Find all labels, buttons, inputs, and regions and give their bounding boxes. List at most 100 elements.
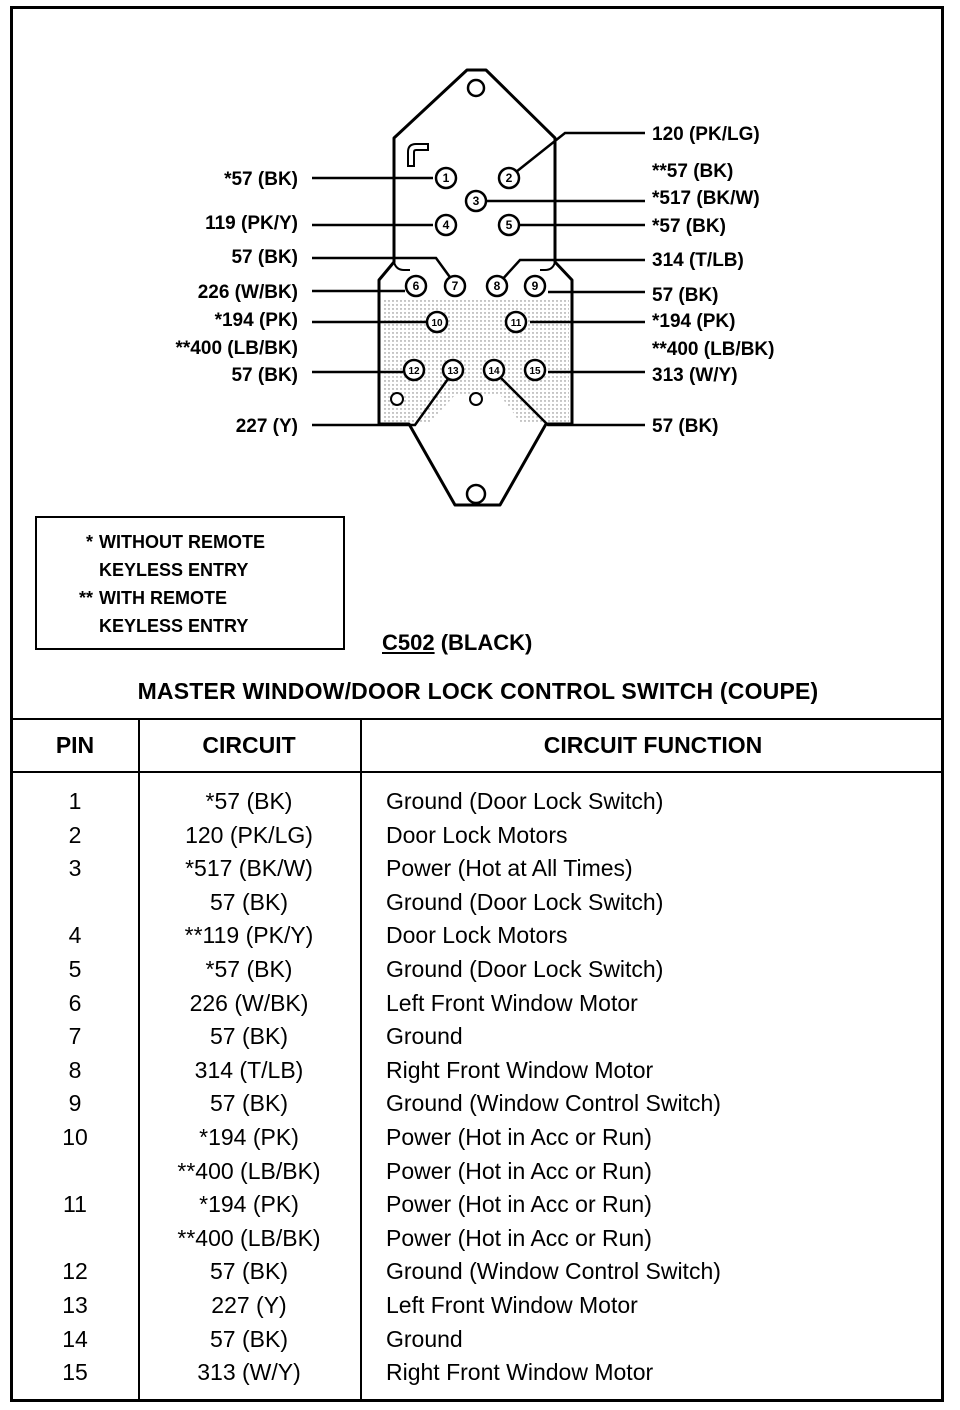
row-pin: 15 — [62, 1359, 88, 1386]
row-function: Right Front Window Motor — [386, 1056, 654, 1083]
row-pin: 4 — [68, 922, 82, 949]
pin-number: 7 — [452, 279, 459, 293]
pin-circle — [441, 358, 465, 382]
pin-number: 4 — [443, 218, 450, 232]
row-circuit: 313 (W/Y) — [197, 1359, 301, 1386]
legend-text: KEYLESS ENTRY — [99, 560, 249, 580]
leader-pin14 — [494, 371, 645, 427]
row-function: Door Lock Motors — [386, 922, 568, 949]
header-pin: PIN — [55, 732, 95, 758]
row-pin: 2 — [68, 821, 82, 848]
row-pin: 14 — [62, 1325, 88, 1352]
row-circuit: **400 (LB/BK) — [177, 1157, 321, 1184]
pin-circle — [425, 310, 449, 334]
pin-circle — [434, 166, 458, 190]
legend-row: ** WITH REMOTE — [37, 584, 343, 612]
pin-number: 10 — [431, 318, 443, 329]
wire-label-right: 314 (T/LB) — [652, 250, 744, 271]
legend-text: WITH REMOTE — [99, 588, 227, 608]
pin-circle — [434, 213, 458, 237]
page-frame — [10, 6, 944, 1402]
pin-number: 1 — [443, 171, 450, 185]
pin-circle — [497, 166, 521, 190]
polarity-hole-center — [469, 392, 483, 406]
row-pin: 1 — [68, 788, 82, 814]
wire-label-right: 120 (PK/LG) — [652, 124, 760, 145]
row-function: Right Front Window Motor — [386, 1359, 654, 1386]
leader-pin8 — [499, 258, 645, 283]
row-function: Power (Hot in Acc or Run) — [386, 1191, 652, 1218]
pin-circle — [443, 274, 467, 298]
pin-number: 3 — [473, 194, 480, 208]
pin-number: 15 — [529, 366, 541, 377]
wire-label-left: 227 (Y) — [235, 416, 298, 437]
pin-circle — [402, 358, 426, 382]
row-pin: 9 — [68, 1090, 82, 1117]
leader-pin2 — [515, 131, 645, 173]
wire-label-right: *57 (BK) — [652, 216, 726, 237]
row-circuit: *194 (PK) — [199, 1124, 299, 1150]
wire-label-right: **57 (BK) — [652, 161, 734, 182]
pin-number: 9 — [532, 279, 539, 293]
pin-circle — [464, 189, 488, 213]
mounting-hole-bottom — [465, 483, 487, 505]
legend-box: *WITHOUT REMOTE KEYLESS ENTRY **WITH REM… — [35, 516, 345, 650]
row-function: Power (Hot in Acc or Run) — [386, 1124, 652, 1150]
row-pin: 7 — [68, 1023, 82, 1050]
table-divider — [138, 718, 140, 1402]
row-circuit: 227 (Y) — [211, 1292, 287, 1318]
row-circuit: 57 (BK) — [210, 888, 288, 915]
pin-table: PIN CIRCUIT CIRCUIT FUNCTION 1 *57 (BK) Gr… — [12, 718, 944, 1402]
leader-pin13 — [312, 371, 455, 427]
row-circuit: *57 (BK) — [205, 956, 293, 982]
table-divider — [360, 718, 362, 1402]
row-function: Ground (Door Lock Switch) — [386, 788, 664, 814]
row-function: Left Front Window Motor — [386, 989, 638, 1016]
header-circuit: CIRCUIT — [202, 732, 296, 758]
row-circuit: 57 (BK) — [210, 1325, 288, 1352]
table-rule — [12, 771, 944, 773]
wire-label-left: *57 (BK) — [224, 169, 298, 190]
header-circuit-function: CIRCUIT FUNCTION — [543, 732, 763, 758]
row-function: Ground — [386, 1023, 463, 1050]
row-function: Power (Hot at All Times) — [386, 855, 633, 882]
legend-text: KEYLESS ENTRY — [99, 616, 249, 636]
pin-circle — [523, 358, 547, 382]
row-circuit: 57 (BK) — [210, 1023, 288, 1050]
row-pin: 11 — [63, 1191, 87, 1218]
legend-text: WITHOUT REMOTE — [99, 532, 265, 552]
row-function: Door Lock Motors — [386, 821, 568, 848]
wire-label-right: *194 (PK) — [652, 311, 736, 332]
row-function: Ground (Window Control Switch) — [386, 1090, 721, 1117]
wire-label-left: 57 (BK) — [231, 247, 298, 268]
wire-label-left: 226 (W/BK) — [197, 282, 298, 303]
legend-row: KEYLESS ENTRY — [37, 612, 343, 640]
row-circuit: 314 (T/LB) — [194, 1056, 304, 1083]
legend-symbol: ** — [78, 588, 93, 608]
pin-number: 6 — [413, 279, 420, 293]
row-pin: 8 — [68, 1056, 82, 1083]
key-mark — [407, 143, 429, 167]
row-circuit: *517 (BK/W) — [185, 855, 313, 882]
row-circuit: *194 (PK) — [199, 1191, 299, 1218]
row-function: Ground — [386, 1325, 463, 1352]
page-title: MASTER WINDOW/DOOR LOCK CONTROL SWITCH (… — [137, 678, 819, 704]
pin-number: 5 — [506, 218, 513, 232]
wire-label-left: 119 (PK/Y) — [205, 213, 298, 234]
wire-label-right: 313 (W/Y) — [652, 365, 738, 386]
leader-pin7 — [312, 256, 454, 281]
row-function: Power (Hot in Acc or Run) — [386, 1224, 652, 1251]
wire-label-left: **400 (LB/BK) — [175, 338, 298, 359]
row-function: Ground (Window Control Switch) — [386, 1258, 721, 1285]
row-pin: 10 — [62, 1124, 88, 1150]
legend-row: KEYLESS ENTRY — [37, 556, 343, 584]
row-circuit: 226 (W/BK) — [189, 989, 309, 1016]
pin-circle — [523, 274, 547, 298]
row-circuit: 57 (BK) — [210, 1090, 288, 1117]
row-circuit: **119 (PK/Y) — [184, 922, 314, 949]
wire-label-right: 57 (BK) — [652, 285, 719, 306]
row-function: Ground (Door Lock Switch) — [386, 956, 664, 982]
wire-label-right: 57 (BK) — [652, 416, 719, 437]
